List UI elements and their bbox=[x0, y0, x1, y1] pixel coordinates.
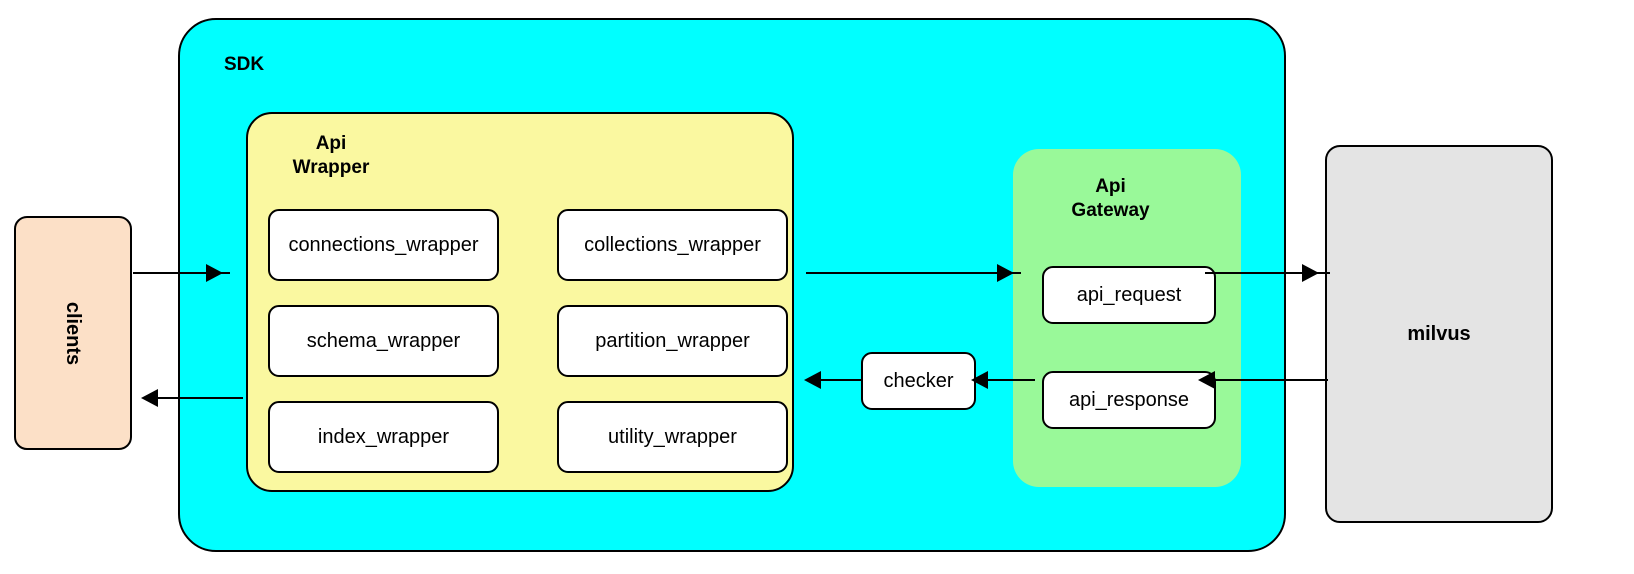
milvus-label: milvus bbox=[1407, 322, 1471, 345]
milvus-node[interactable]: milvus bbox=[1325, 145, 1553, 523]
node-label: partition_wrapper bbox=[595, 329, 750, 352]
api-gateway-container[interactable]: Api Gateway api_request api_response bbox=[1013, 149, 1241, 487]
connector-api-wrapper-to-clients-line bbox=[150, 397, 243, 399]
connector-milvus-to-api-response-line bbox=[1205, 379, 1328, 381]
node-connections-wrapper[interactable]: connections_wrapper bbox=[268, 209, 499, 281]
connector-clients-to-api-wrapper-line bbox=[133, 272, 230, 274]
connector-checker-to-api-wrapper-arrowhead bbox=[804, 371, 821, 389]
clients-node[interactable]: clients bbox=[14, 216, 132, 450]
node-label: schema_wrapper bbox=[306, 329, 461, 352]
node-label: utility_wrapper bbox=[608, 425, 737, 448]
node-label: checker bbox=[883, 369, 954, 392]
connector-api-wrapper-to-api-gateway-arrowhead bbox=[997, 264, 1014, 282]
connector-clients-to-api-wrapper-arrowhead bbox=[206, 264, 223, 282]
node-schema-wrapper[interactable]: schema_wrapper bbox=[268, 305, 499, 377]
node-label: index_wrapper bbox=[317, 425, 450, 448]
connector-api-response-to-checker-arrowhead bbox=[971, 371, 988, 389]
api-wrapper-title: Api Wrapper bbox=[292, 133, 370, 178]
connector-api-response-to-checker-line bbox=[978, 379, 1035, 381]
node-api-request[interactable]: api_request bbox=[1042, 266, 1216, 324]
connector-checker-to-api-wrapper-line bbox=[813, 379, 863, 381]
node-utility-wrapper[interactable]: utility_wrapper bbox=[557, 401, 788, 473]
node-checker[interactable]: checker bbox=[861, 352, 976, 410]
node-partition-wrapper[interactable]: partition_wrapper bbox=[557, 305, 788, 377]
sdk-container[interactable]: SDK Api Wrapper connections_wrapper coll… bbox=[178, 18, 1286, 552]
connector-api-wrapper-to-api-gateway-line bbox=[806, 272, 1021, 274]
node-label: api_response bbox=[1068, 388, 1190, 411]
api-wrapper-container[interactable]: Api Wrapper connections_wrapper collecti… bbox=[246, 112, 794, 492]
node-index-wrapper[interactable]: index_wrapper bbox=[268, 401, 499, 473]
api-gateway-title: Api Gateway bbox=[1071, 176, 1150, 221]
connector-milvus-to-api-response-arrowhead bbox=[1198, 371, 1215, 389]
sdk-title: SDK bbox=[224, 54, 265, 75]
connector-api-request-to-milvus-arrowhead bbox=[1302, 264, 1319, 282]
clients-label: clients bbox=[62, 301, 85, 365]
connector-api-wrapper-to-clients-arrowhead bbox=[141, 389, 158, 407]
node-label: connections_wrapper bbox=[288, 233, 479, 256]
connector-api-request-to-milvus-line bbox=[1205, 272, 1330, 274]
node-collections-wrapper[interactable]: collections_wrapper bbox=[557, 209, 788, 281]
node-label: api_request bbox=[1076, 283, 1182, 306]
node-api-response[interactable]: api_response bbox=[1042, 371, 1216, 429]
node-label: collections_wrapper bbox=[584, 233, 761, 256]
